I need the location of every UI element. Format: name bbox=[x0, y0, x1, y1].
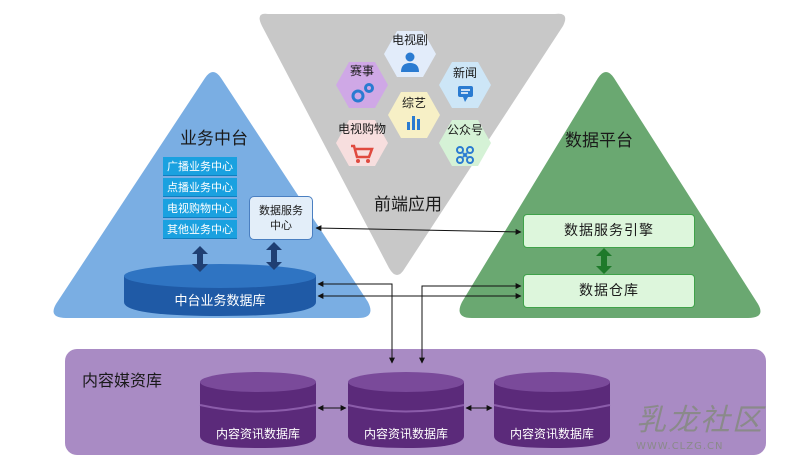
cart-icon bbox=[351, 144, 374, 163]
watermark-text: 乳龙社区 bbox=[636, 403, 764, 438]
hex-label-news: 新闻 bbox=[452, 66, 477, 80]
watermark-url: WWW.CLZG.CN bbox=[636, 441, 724, 452]
data-platform-triangle bbox=[459, 72, 761, 318]
content-database-cylinder-2 bbox=[347, 372, 465, 448]
gears-icon bbox=[351, 83, 374, 103]
data-service-engine[interactable]: 数据服务引擎 bbox=[523, 214, 695, 248]
content-library-title: 内容媒资库 bbox=[82, 371, 163, 390]
business-database-cylinder bbox=[124, 264, 316, 316]
data-service-center[interactable]: 数据服务 中心 bbox=[249, 196, 313, 240]
biz-item-other[interactable]: 其他业务中心 bbox=[163, 220, 237, 239]
frontend-title: 前端应用 bbox=[374, 195, 442, 215]
data-warehouse[interactable]: 数据仓库 bbox=[523, 274, 695, 308]
watermark-logo: 乳龙社区 WWW.CLZG.CN bbox=[636, 395, 786, 457]
content-db-label-1: 内容资讯数据库 bbox=[215, 427, 300, 441]
data-double-arrow bbox=[596, 248, 612, 274]
data-service-center-line1: 数据服务 bbox=[259, 204, 303, 217]
hex-news[interactable] bbox=[439, 62, 491, 108]
frontend-triangle bbox=[259, 13, 566, 275]
network-icon bbox=[456, 146, 474, 164]
content-database-cylinder-3 bbox=[493, 372, 611, 448]
content-database-cylinder-1 bbox=[199, 372, 317, 448]
biz-item-broadcast[interactable]: 广播业务中心 bbox=[163, 157, 237, 176]
bar-chart-icon bbox=[407, 116, 420, 130]
business-database-label: 中台业务数据库 bbox=[174, 294, 266, 309]
data-platform-title: 数据平台 bbox=[565, 131, 633, 151]
hex-label-tv-drama: 电视剧 bbox=[391, 33, 428, 47]
hex-variety[interactable] bbox=[388, 92, 440, 138]
hex-tv-shopping[interactable] bbox=[336, 120, 388, 166]
hex-sports[interactable] bbox=[336, 62, 388, 108]
hex-label-variety: 综艺 bbox=[401, 96, 426, 110]
hex-official-account[interactable] bbox=[439, 120, 491, 166]
biz-double-arrow-left bbox=[192, 246, 208, 272]
person-icon bbox=[401, 52, 419, 72]
connector-lines bbox=[315, 225, 522, 411]
content-db-label-2: 内容资讯数据库 bbox=[363, 427, 448, 441]
hex-label-sports: 赛事 bbox=[349, 64, 374, 78]
data-service-center-line2: 中心 bbox=[270, 219, 292, 232]
content-db-label-3: 内容资讯数据库 bbox=[509, 427, 594, 441]
chat-icon bbox=[458, 86, 473, 102]
biz-item-tv-shopping[interactable]: 电视购物中心 bbox=[163, 199, 237, 218]
biz-item-vod[interactable]: 点播业务中心 bbox=[163, 178, 237, 197]
hex-label-official-account: 公众号 bbox=[446, 123, 483, 137]
business-title: 业务中台 bbox=[180, 129, 248, 149]
biz-double-arrow-right bbox=[266, 242, 282, 270]
hex-label-tv-shopping: 电视购物 bbox=[337, 122, 386, 136]
